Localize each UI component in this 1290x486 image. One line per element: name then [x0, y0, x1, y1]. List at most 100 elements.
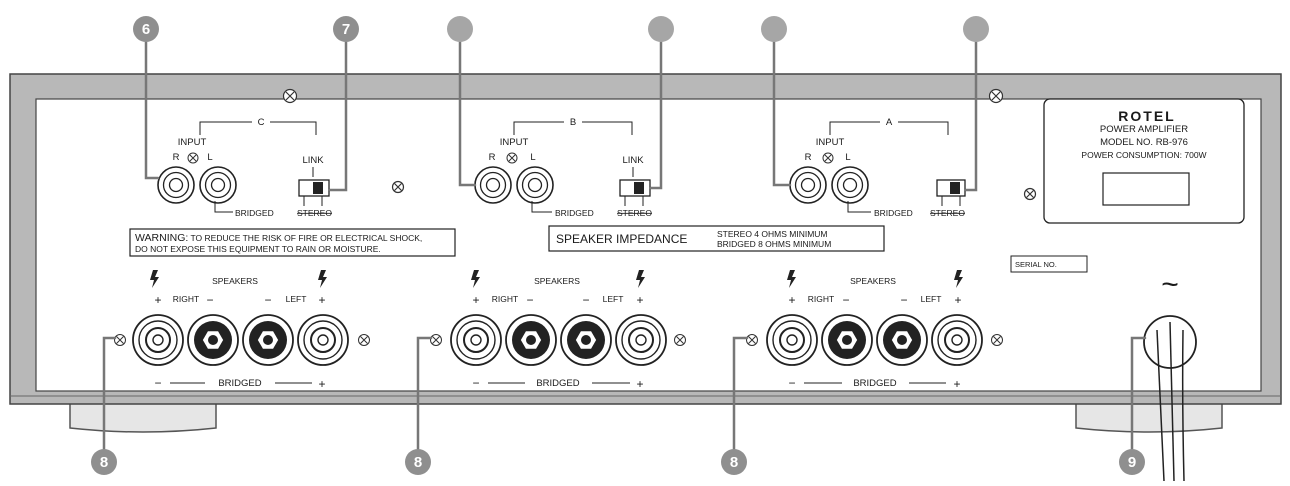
binding-post-left-negative[interactable]	[876, 314, 928, 366]
bridged-minus: −	[788, 376, 795, 390]
speaker-group-c: SPEAKERS + RIGHT − − LEFT + − BRIDGED +	[114, 270, 370, 391]
input-label: INPUT	[500, 137, 529, 148]
callout-leaders	[102, 38, 1147, 454]
plus-sign: +	[788, 293, 795, 307]
speakers-title: SPEAKERS	[212, 276, 258, 286]
left-label: LEFT	[921, 294, 942, 304]
minus-sign: −	[206, 293, 213, 307]
bridge-mode-switch[interactable]	[619, 179, 651, 206]
binding-post-right-negative[interactable]	[505, 314, 557, 366]
input-label: INPUT	[816, 137, 845, 148]
channel-letter: A	[886, 117, 893, 128]
callout-badge-blank	[761, 16, 787, 42]
binding-post-left-negative[interactable]	[242, 314, 294, 366]
minus-sign: −	[582, 293, 589, 307]
bridged-label: BRIDGED	[874, 208, 913, 218]
bridged-leader-line	[847, 201, 871, 213]
ground-screw-icon	[430, 334, 442, 346]
binding-post-left-positive[interactable]	[615, 314, 667, 366]
callout-number: 6	[142, 21, 150, 38]
label-window	[1102, 172, 1190, 206]
ac-symbol: ~	[1161, 268, 1179, 301]
binding-post-left-negative[interactable]	[560, 314, 612, 366]
callout-number: 8	[730, 454, 738, 471]
binding-post-right-negative[interactable]	[187, 314, 239, 366]
rca-jack-right[interactable]	[157, 166, 195, 204]
input-r-label: R	[805, 152, 812, 163]
channel-letter: C	[258, 117, 265, 128]
bridged-label: BRIDGED	[853, 378, 896, 389]
lightning-icon	[471, 270, 480, 288]
callout-badge-8: 8	[91, 449, 117, 475]
bridge-mode-switch[interactable]	[298, 179, 330, 206]
warning-line-2: DO NOT EXPOSE THIS EQUIPMENT TO RAIN OR …	[135, 244, 381, 254]
plus-sign: +	[472, 293, 479, 307]
channel-b-input-section: B INPUT R L BRIDGED STEREO LINK	[474, 116, 652, 218]
bridged-leader-line	[214, 201, 233, 213]
link-label: LINK	[302, 155, 324, 166]
speaker-group-b: SPEAKERS + RIGHT − − LEFT + − BRIDGED +	[430, 270, 686, 391]
plus-sign: +	[154, 293, 161, 307]
callout-badge-blank	[648, 16, 674, 42]
input-r-label: R	[173, 152, 180, 163]
right-foot	[1075, 401, 1223, 433]
rca-jack-left[interactable]	[199, 166, 237, 204]
rca-jack-left[interactable]	[831, 166, 869, 204]
warning-line-1: TO REDUCE THE RISK OF FIRE OR ELECTRICAL…	[191, 233, 423, 243]
plus-sign: +	[954, 293, 961, 307]
plus-sign: +	[636, 293, 643, 307]
minus-sign: −	[900, 293, 907, 307]
binding-post-right-positive[interactable]	[450, 314, 502, 366]
callout-number: 8	[414, 454, 422, 471]
speakers-title: SPEAKERS	[850, 276, 896, 286]
rca-jack-right[interactable]	[789, 166, 827, 204]
callout-badge-7: 7	[333, 16, 359, 42]
minus-sign: −	[264, 293, 271, 307]
serial-number-label: SERIAL NO.	[1010, 255, 1088, 273]
bridged-minus: −	[472, 376, 479, 390]
callout-number: 9	[1128, 454, 1136, 471]
bridge-mode-switch[interactable]	[936, 179, 966, 206]
warning-heading: WARNING:	[135, 232, 188, 244]
chassis-screw-icon	[282, 88, 298, 104]
lightning-icon	[787, 270, 796, 288]
input-l-label: L	[530, 152, 535, 163]
callout-badge-9: 9	[1119, 449, 1145, 475]
impedance-bridged: BRIDGED 8 OHMS MINIMUM	[717, 239, 831, 249]
rca-jack-left[interactable]	[516, 166, 554, 204]
binding-post-right-positive[interactable]	[132, 314, 184, 366]
bridged-label: BRIDGED	[218, 378, 261, 389]
binding-post-left-positive[interactable]	[297, 314, 349, 366]
serial-label: SERIAL NO.	[1015, 260, 1057, 269]
bridged-plus: +	[953, 377, 960, 391]
ground-screw-icon	[114, 334, 126, 346]
svg-text:WARNING: TO REDUCE THE RISK OF: WARNING: TO REDUCE THE RISK OF FIRE OR E…	[135, 232, 422, 244]
input-label: INPUT	[178, 137, 207, 148]
left-label: LEFT	[286, 294, 307, 304]
minus-sign: −	[526, 293, 533, 307]
bridged-leader-line	[531, 201, 552, 213]
stereo-label: STEREO	[617, 208, 652, 218]
ground-screw-icon	[187, 152, 199, 164]
ground-screw-icon	[358, 334, 370, 346]
lightning-icon	[954, 270, 963, 288]
lightning-icon	[150, 270, 159, 288]
binding-post-left-positive[interactable]	[931, 314, 983, 366]
bridged-label: BRIDGED	[235, 208, 274, 218]
bridged-label: BRIDGED	[536, 378, 579, 389]
rating-label-plate: ROTEL POWER AMPLIFIER MODEL NO. RB-976 P…	[1043, 98, 1245, 224]
ground-screw-icon	[991, 334, 1003, 346]
channel-letter: B	[570, 117, 576, 128]
callout-badge-blank	[963, 16, 989, 42]
plus-sign: +	[318, 293, 325, 307]
link-label: LINK	[622, 155, 644, 166]
binding-post-right-positive[interactable]	[766, 314, 818, 366]
channel-c-input-section: C INPUT R L BRIDGED STEREO LINK	[157, 116, 332, 218]
stereo-label: STEREO	[297, 208, 332, 218]
rca-jack-right[interactable]	[474, 166, 512, 204]
callout-number: 7	[342, 21, 350, 38]
binding-post-right-negative[interactable]	[821, 314, 873, 366]
chassis-screw-icon	[1023, 187, 1037, 201]
bridged-plus: +	[318, 377, 325, 391]
